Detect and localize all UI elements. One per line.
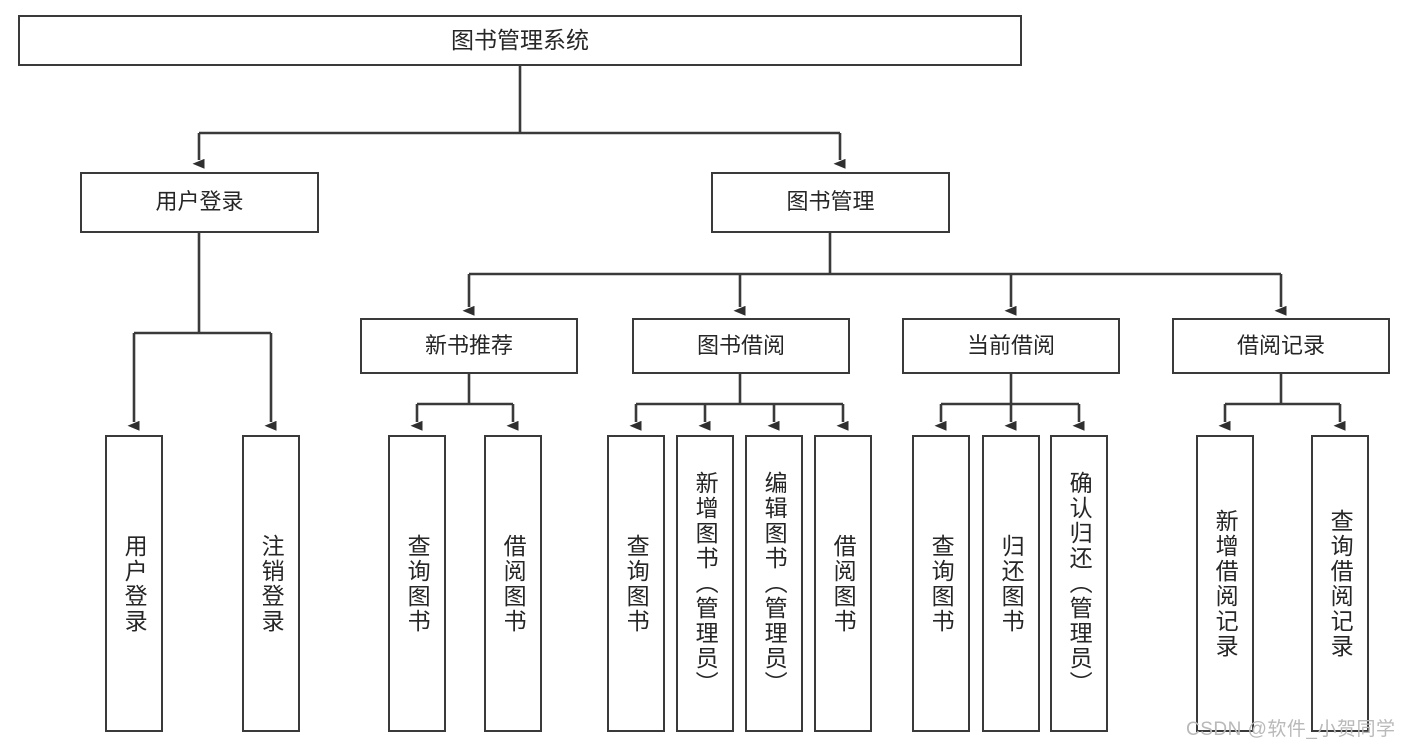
node-label: 查询图书: [623, 533, 650, 634]
node-user-login[interactable]: 用户登录: [80, 172, 319, 233]
node-label: 当前借阅: [966, 332, 1055, 358]
csdn-watermark: CSDN @软件_小贺同学: [1186, 719, 1396, 740]
node-new-book-recommend[interactable]: 新书推荐: [360, 318, 578, 374]
leaf-book-borrow-edit-book-admin[interactable]: 编辑图书（管理员）: [745, 435, 803, 732]
node-label: 新书推荐: [424, 332, 513, 358]
leaf-current-borrow-confirm-return-admin[interactable]: 确认归还（管理员）: [1050, 435, 1108, 732]
leaf-borrow-record-add-record[interactable]: 新增借阅记录: [1196, 435, 1254, 732]
leaf-book-borrow-borrow-book[interactable]: 借阅图书: [814, 435, 872, 732]
node-label: 借阅记录: [1236, 332, 1325, 358]
node-book-management[interactable]: 图书管理: [711, 172, 950, 233]
node-label: 新增借阅记录: [1212, 508, 1239, 659]
node-label: 图书借阅: [696, 332, 785, 358]
leaf-new-book-borrow-book[interactable]: 借阅图书: [484, 435, 542, 732]
node-label: 查询借阅记录: [1327, 508, 1354, 659]
node-label: 图书管理: [786, 189, 875, 215]
leaf-book-borrow-add-book-admin[interactable]: 新增图书（管理员）: [676, 435, 734, 732]
leaf-current-borrow-query-book[interactable]: 查询图书: [912, 435, 970, 732]
node-label: 新增图书（管理员）: [692, 471, 719, 696]
node-label: 编辑图书（管理员）: [761, 471, 788, 696]
node-label: 图书管理系统: [451, 27, 589, 54]
node-label: 用户登录: [121, 533, 148, 634]
node-book-borrow[interactable]: 图书借阅: [632, 318, 850, 374]
node-label: 查询图书: [404, 533, 431, 634]
node-borrow-record[interactable]: 借阅记录: [1172, 318, 1390, 374]
node-label: 注销登录: [258, 533, 285, 634]
node-current-borrow[interactable]: 当前借阅: [902, 318, 1120, 374]
node-label: 用户登录: [155, 189, 244, 215]
leaf-new-book-query-book[interactable]: 查询图书: [388, 435, 446, 732]
node-label: 归还图书: [998, 533, 1025, 634]
node-label: 借阅图书: [830, 533, 857, 634]
node-label: 确认归还（管理员）: [1066, 471, 1093, 696]
leaf-current-borrow-return-book[interactable]: 归还图书: [982, 435, 1040, 732]
leaf-borrow-record-query-record[interactable]: 查询借阅记录: [1311, 435, 1369, 732]
node-label: 借阅图书: [500, 533, 527, 634]
node-book-management-system[interactable]: 图书管理系统: [18, 15, 1022, 66]
node-label: 查询图书: [928, 533, 955, 634]
leaf-user-login-logout[interactable]: 注销登录: [242, 435, 300, 732]
leaf-book-borrow-query-book[interactable]: 查询图书: [607, 435, 665, 732]
leaf-user-login-login[interactable]: 用户登录: [105, 435, 163, 732]
